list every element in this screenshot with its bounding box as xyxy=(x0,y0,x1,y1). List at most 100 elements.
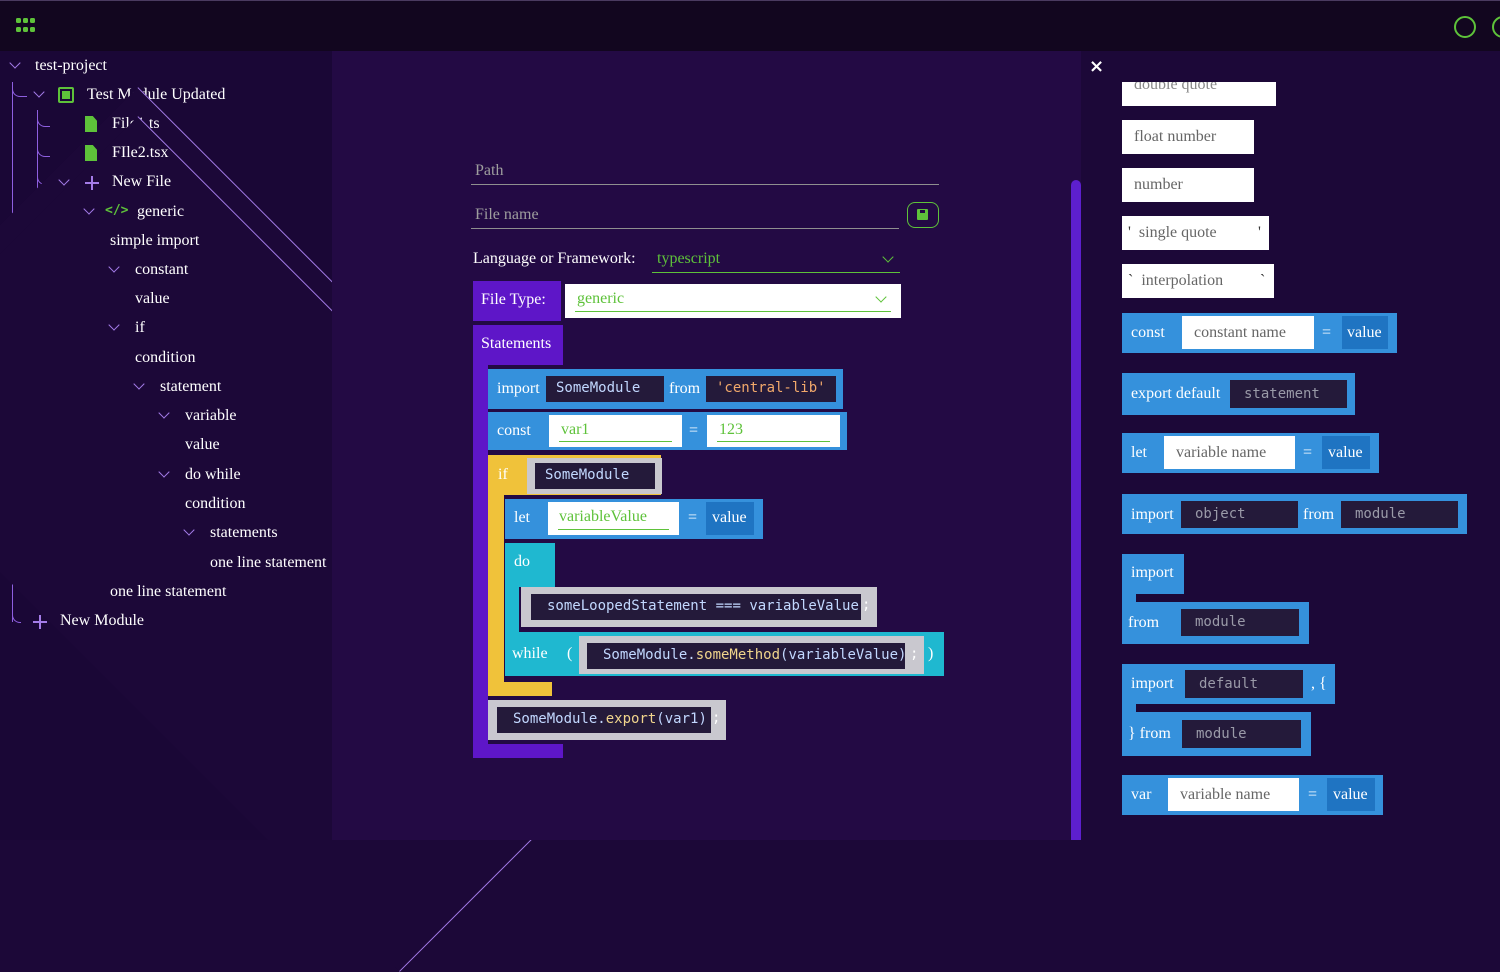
if-condition[interactable]: SomeModule xyxy=(535,463,655,489)
import-module: 'central-lib' xyxy=(716,380,826,396)
single-quote-block[interactable]: ' single quote ' xyxy=(1122,216,1269,250)
interpolation-block[interactable]: ` interpolation ` xyxy=(1122,264,1274,298)
float-number-label: float number xyxy=(1134,128,1217,145)
palette-import-module[interactable]: module xyxy=(1182,720,1301,748)
equals-sign: = xyxy=(1308,786,1318,803)
palette-const-value[interactable] xyxy=(1342,316,1388,349)
const-name-input[interactable]: var1 xyxy=(549,415,682,447)
if-foot xyxy=(488,682,552,696)
palette-import-default[interactable]: default xyxy=(1185,670,1303,698)
import-name-slot[interactable]: SomeModule xyxy=(546,376,664,402)
circle-icon[interactable] xyxy=(1492,16,1500,38)
backtick-close: ` xyxy=(1260,272,1266,289)
palette-var-name-label: variable name xyxy=(1180,786,1271,803)
palette-import-object[interactable]: object xyxy=(1181,501,1298,528)
import-keyword: import xyxy=(497,380,540,397)
tree-item-condition[interactable]: condition xyxy=(185,495,246,512)
tree-item-new-module[interactable]: New Module xyxy=(60,612,144,629)
let-name-input[interactable]: variableValue xyxy=(548,502,679,535)
file-type-label: File Type: xyxy=(481,291,546,308)
palette-const-keyword: const xyxy=(1131,324,1165,341)
chip-icon xyxy=(58,87,74,103)
tree-item-generic[interactable]: generic xyxy=(137,203,185,220)
underline xyxy=(575,311,891,312)
file-type-value: generic xyxy=(577,290,625,307)
palette-export-default-keyword: export default xyxy=(1131,385,1221,402)
tree-item-variable[interactable]: variable xyxy=(185,407,237,424)
number-block[interactable]: number xyxy=(1122,168,1254,202)
palette-var-value[interactable] xyxy=(1327,778,1375,811)
language-select[interactable]: typescript xyxy=(652,248,900,273)
save-button[interactable] xyxy=(907,202,939,228)
apps-grid-icon[interactable] xyxy=(16,18,35,33)
tree-line xyxy=(37,140,50,157)
semicolon: ; xyxy=(712,710,721,726)
const-value: 123 xyxy=(719,421,743,438)
palette-const-value-label: value xyxy=(1347,324,1382,341)
tree-item-value[interactable]: value xyxy=(185,436,220,453)
let-value-slot[interactable] xyxy=(706,502,754,535)
tree-item-statement[interactable]: statement xyxy=(160,378,222,395)
tree-item-one-line-statement[interactable]: one line statement xyxy=(210,554,327,571)
circle-icon[interactable] xyxy=(1454,16,1476,38)
tree-item-file2[interactable]: FIle2.tsx xyxy=(112,144,169,161)
export-statement[interactable]: SomeModule.export(var1) xyxy=(497,707,711,733)
plus-icon[interactable] xyxy=(33,615,47,629)
tree-item-project[interactable]: test-project xyxy=(35,57,107,74)
tree-item-value[interactable]: value xyxy=(135,290,170,307)
import-name: SomeModule xyxy=(556,380,641,396)
chevron-down-icon xyxy=(882,251,894,263)
statements-block xyxy=(473,325,563,365)
close-icon[interactable]: × xyxy=(1089,56,1105,77)
palette-export-statement[interactable]: statement xyxy=(1230,380,1347,408)
single-quote-label: single quote xyxy=(1138,224,1217,241)
plus-icon[interactable] xyxy=(85,176,99,190)
export-object: SomeModule. xyxy=(513,711,606,727)
tree-item-one-line-statement[interactable]: one line statement xyxy=(110,583,227,600)
tree-item-constant[interactable]: constant xyxy=(135,261,189,278)
double-quote-block[interactable]: double quote xyxy=(1122,82,1276,106)
palette-from-keyword: from xyxy=(1128,614,1160,631)
float-number-block[interactable]: float number xyxy=(1122,120,1254,154)
palette-let-name[interactable]: variable name xyxy=(1164,436,1295,469)
palette-import-module[interactable]: module xyxy=(1181,609,1299,636)
file-icon xyxy=(85,145,97,161)
file-name-input[interactable]: File name xyxy=(471,204,899,229)
tree-item-do-while[interactable]: do while xyxy=(185,466,241,483)
const-keyword: const xyxy=(497,422,531,439)
do-keyword: do xyxy=(514,553,530,570)
palette-let-value-label: value xyxy=(1328,444,1363,461)
while-condition[interactable]: SomeModule.someMethod(variableValue) xyxy=(587,643,906,669)
const-value-input[interactable]: 123 xyxy=(707,415,840,447)
export-args: (var1) xyxy=(656,711,707,727)
do-block[interactable] xyxy=(505,543,555,587)
palette-import-module-label: module xyxy=(1195,614,1246,630)
palette-import-module[interactable]: module xyxy=(1341,501,1458,528)
let-value: value xyxy=(712,509,747,526)
scrollbar[interactable] xyxy=(1071,180,1081,840)
path-input[interactable]: Path xyxy=(471,160,939,185)
palette-export-statement-label: statement xyxy=(1244,386,1320,402)
tree-item-new-file[interactable]: New File xyxy=(112,173,172,190)
loop-statement[interactable]: someLoopedStatement === variableValue xyxy=(531,594,861,620)
loop-statement-operator: === xyxy=(707,598,750,614)
interpolation-label: interpolation xyxy=(1141,272,1224,289)
tree-item-statements[interactable]: statements xyxy=(210,524,278,541)
tree-item-module[interactable]: Test Module Updated xyxy=(87,86,226,103)
palette-const-name[interactable]: constant name xyxy=(1182,316,1314,349)
tree-item-condition[interactable]: condition xyxy=(135,349,196,366)
palette-let-keyword: let xyxy=(1131,444,1147,461)
import-module-slot[interactable]: 'central-lib' xyxy=(706,376,836,402)
palette-import-from-block[interactable] xyxy=(1122,554,1184,594)
palette-import-default-label: default xyxy=(1199,676,1259,692)
underline xyxy=(558,529,669,530)
palette-const-name-label: constant name xyxy=(1194,324,1286,341)
palette-let-value[interactable] xyxy=(1322,436,1370,469)
palette-import-object-label: object xyxy=(1195,506,1246,522)
tree-item-if[interactable]: if xyxy=(135,319,145,336)
tree-item-simple-import[interactable]: simple import xyxy=(110,232,200,249)
palette-var-name[interactable]: variable name xyxy=(1168,778,1299,811)
file-type-select[interactable]: generic xyxy=(565,284,901,318)
language-value: typescript xyxy=(657,250,721,267)
palette-import-default-block[interactable] xyxy=(1122,700,1136,714)
